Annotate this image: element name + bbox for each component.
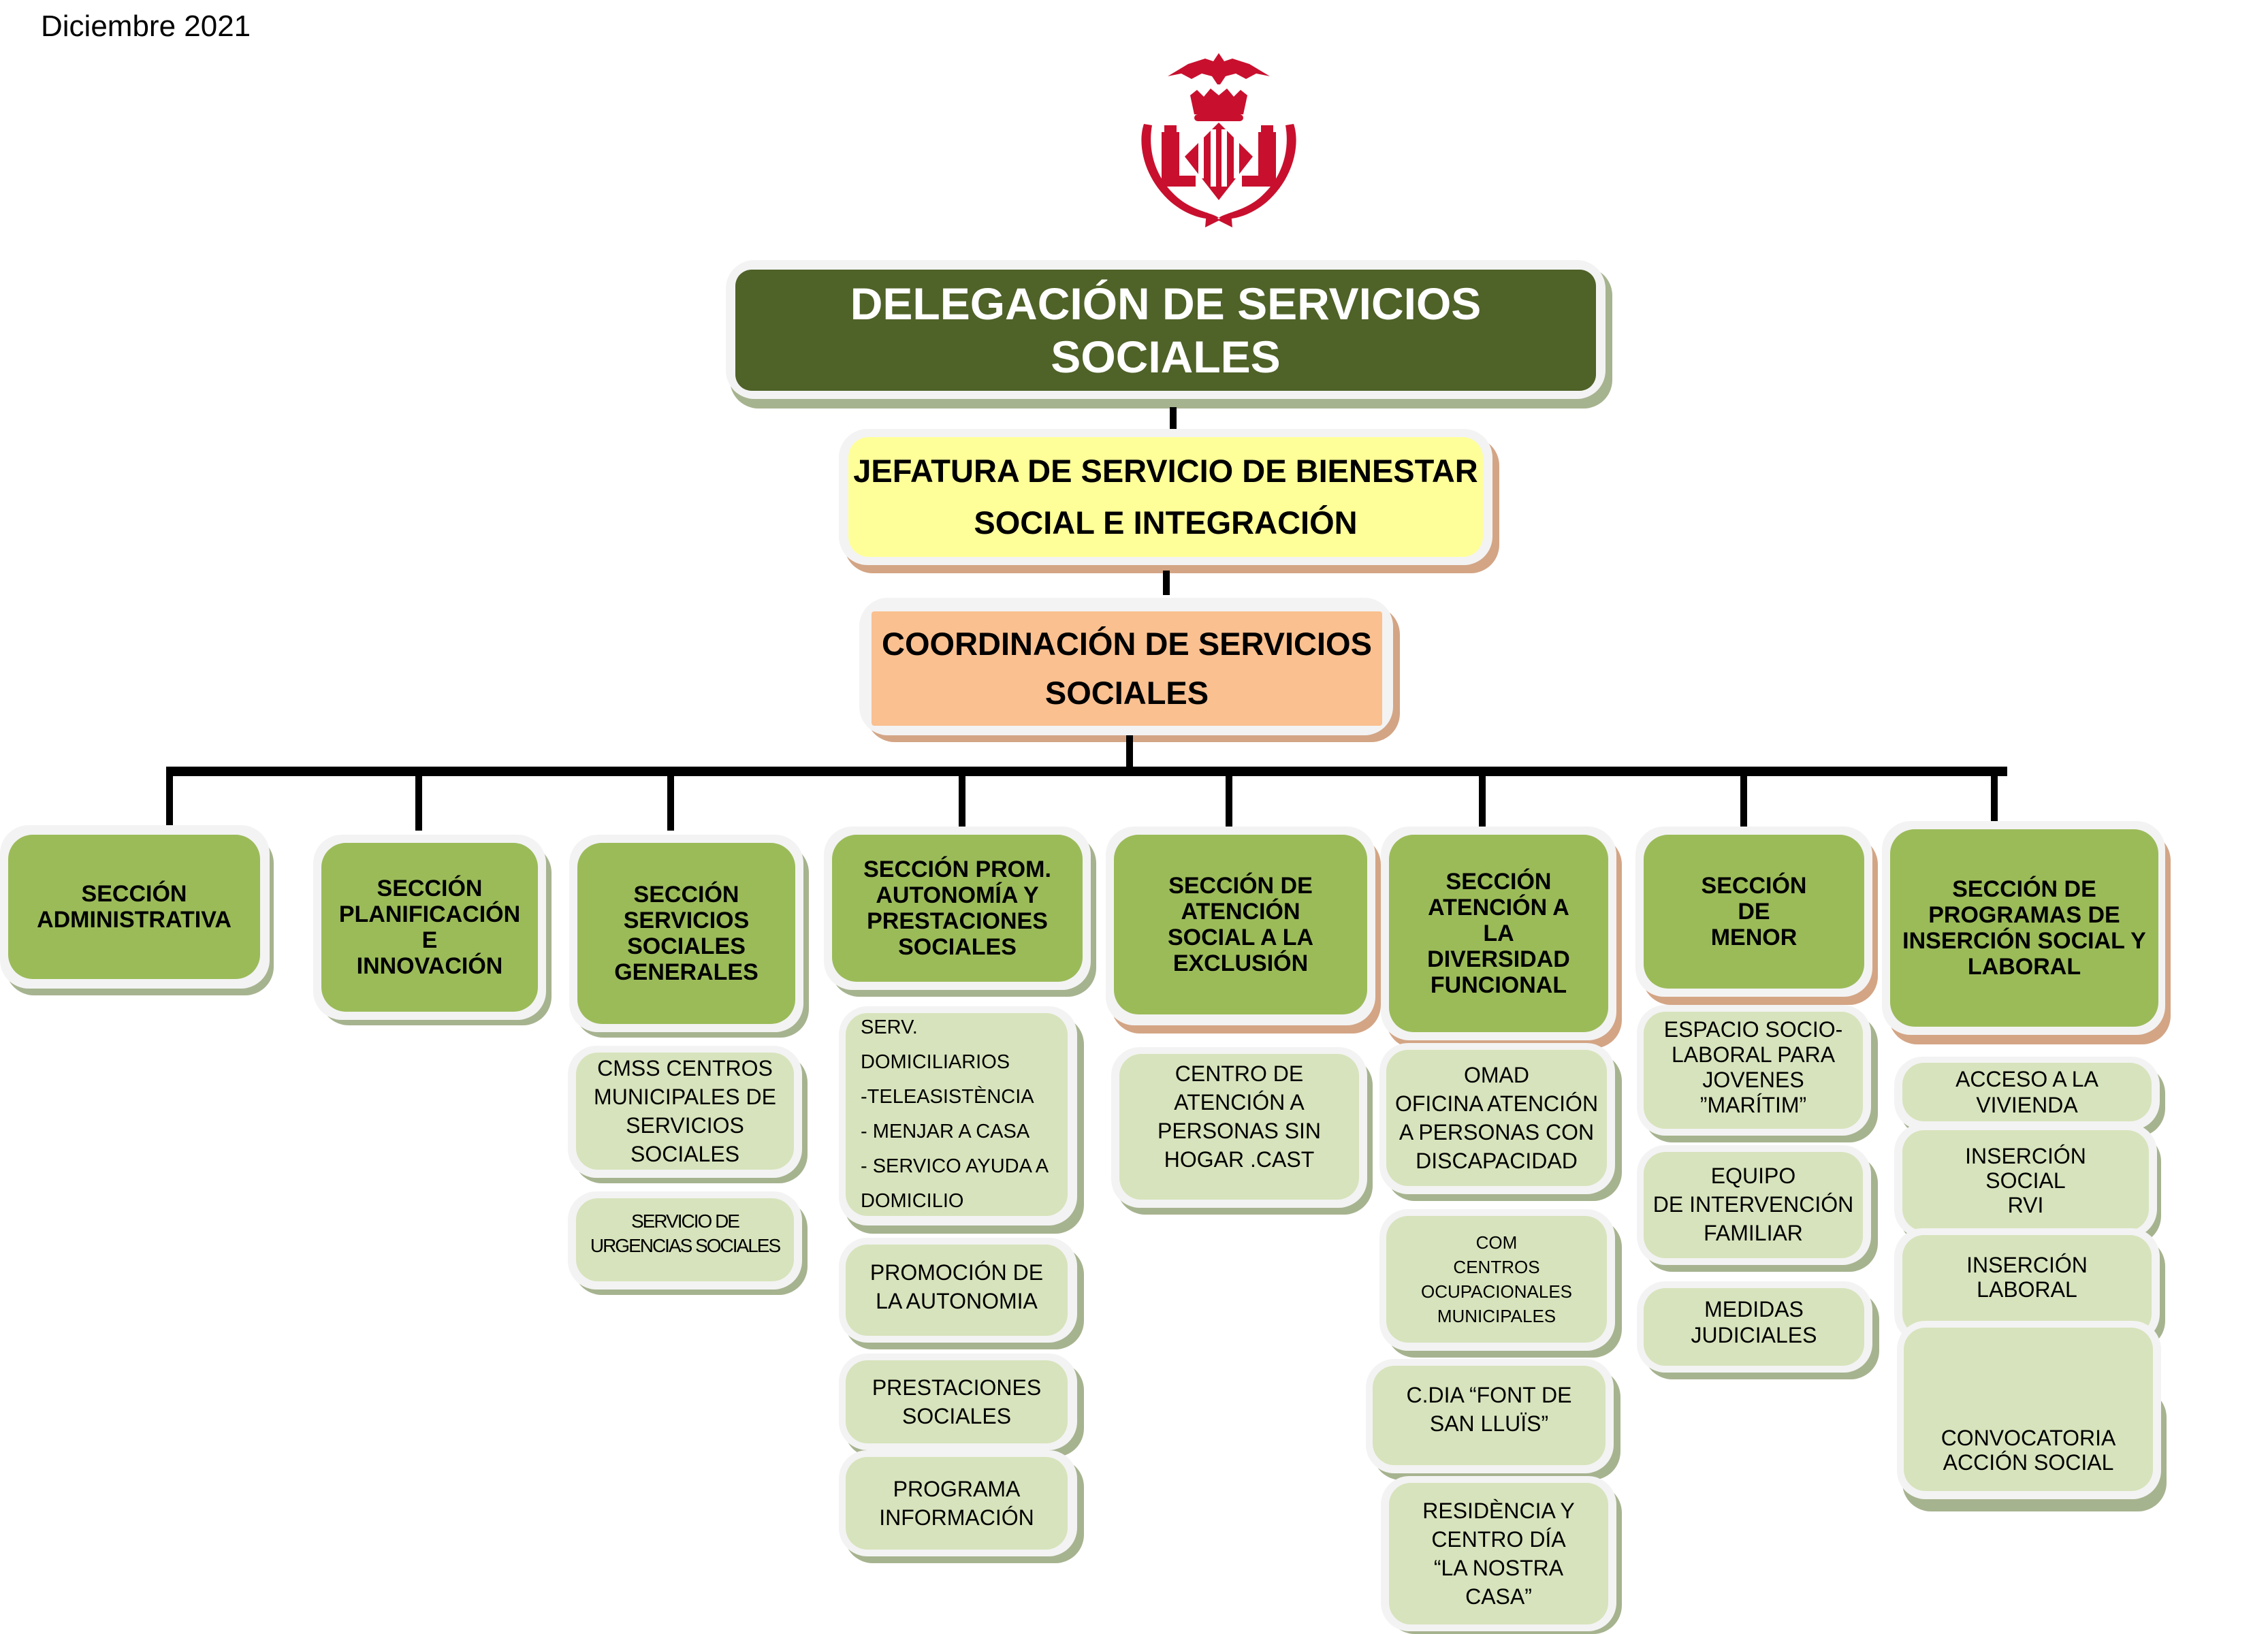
unit-servicios-domiciliarios[interactable]: SERV. DOMICILIARIOS -TELEASISTÈNCIA - ME… [846, 1013, 1068, 1216]
unit-medidas-judiciales[interactable]: MEDIDAS JUDICIALES [1644, 1288, 1864, 1366]
section-servicios-sociales-generales[interactable]: SECCIÓN SERVICIOS SOCIALES GENERALES [577, 843, 795, 1024]
section-atencion-exclusion[interactable]: SECCIÓN DE ATENCIÓN SOCIAL A LA EXCLUSIÓ… [1114, 835, 1367, 1014]
unit-promocion-autonomia[interactable]: PROMOCIÓN DE LA AUTONOMIA [846, 1245, 1068, 1336]
unit-com-centros-ocupacionales[interactable]: COM CENTROS OCUPACIONALES MUNICIPALES [1386, 1216, 1607, 1343]
connector-line [1740, 769, 1747, 827]
coordinacion-box[interactable]: COORDINACIÓN DE SERVICIOS SOCIALES [872, 611, 1382, 726]
unit-cdia-font-san-lluis[interactable]: C.DIA “FONT DE SAN LLUÏS” [1373, 1366, 1606, 1465]
unit-espacio-maritim[interactable]: ESPACIO SOCIO- LABORAL PARA JOVENES ”MAR… [1644, 1012, 1863, 1129]
jefatura-box[interactable]: JEFATURA DE SERVICIO DE BIENESTAR SOCIAL… [848, 437, 1483, 557]
connector-line [415, 769, 422, 831]
connector-line [1126, 735, 1133, 773]
section-diversidad-funcional[interactable]: SECCIÓN ATENCIÓN A LA DIVERSIDAD FUNCION… [1389, 835, 1608, 1032]
section-menor[interactable]: SECCIÓN DE MENOR [1644, 835, 1864, 989]
unit-insercion-laboral[interactable]: INSERCIÓN LABORAL [1902, 1235, 2152, 1336]
unit-programa-informacion[interactable]: PROGRAMA INFORMACIÓN [846, 1457, 1068, 1550]
document-date: Diciembre 2021 [41, 10, 251, 43]
connector-line [1163, 571, 1170, 595]
unit-omad[interactable]: OMAD OFICINA ATENCIÓN A PERSONAS CON DIS… [1386, 1050, 1607, 1186]
section-administrativa[interactable]: SECCIÓN ADMINISTRATIVA [8, 835, 260, 979]
unit-centro-sin-hogar[interactable]: CENTRO DE ATENCIÓN A PERSONAS SIN HOGAR … [1119, 1054, 1359, 1200]
connector-line [1226, 769, 1232, 827]
section-programas-insercion[interactable]: SECCIÓN DE PROGRAMAS DE INSERCIÓN SOCIAL… [1890, 829, 2158, 1027]
unit-urgencias-sociales[interactable]: SERVICIO DE URGENCIAS SOCIALES [576, 1198, 794, 1281]
unit-equipo-intervencion-familiar[interactable]: EQUIPO DE INTERVENCIÓN FAMILIAR [1644, 1152, 1863, 1258]
delegacion-box[interactable]: DELEGACIÓN DE SERVICIOS SOCIALES [735, 270, 1596, 391]
unit-convocatoria-accion-social[interactable]: CONVOCATORIA ACCIÓN SOCIAL [1904, 1328, 2153, 1491]
section-planificacion[interactable]: SECCIÓN PLANIFICACIÓN E INNOVACIÓN [321, 843, 538, 1012]
unit-residencia-la-nostra-casa[interactable]: RESIDÈNCIA Y CENTRO DÍA “LA NOSTRA CASA” [1389, 1483, 1608, 1624]
connector-line [166, 769, 173, 825]
connector-line [1170, 407, 1177, 430]
unit-cmss[interactable]: CMSS CENTROS MUNICIPALES DE SERVICIOS SO… [576, 1053, 794, 1170]
connector-line [667, 769, 674, 831]
connector-line [1991, 769, 1998, 821]
connector-line [959, 769, 965, 827]
valencia-coat-of-arms-icon [1130, 49, 1307, 233]
section-prom-autonomia[interactable]: SECCIÓN PROM. AUTONOMÍA Y PRESTACIONES S… [832, 835, 1083, 982]
connector-bus [166, 767, 2007, 776]
connector-line [1479, 769, 1486, 827]
unit-insercion-social-rvi[interactable]: INSERCIÓN SOCIAL RVI [1902, 1130, 2149, 1231]
unit-prestaciones-sociales[interactable]: PRESTACIONES SOCIALES [846, 1360, 1068, 1443]
unit-acceso-vivienda[interactable]: ACCESO A LA VIVIENDA [1902, 1063, 2152, 1121]
